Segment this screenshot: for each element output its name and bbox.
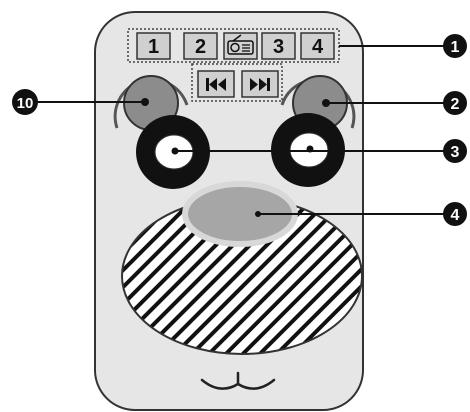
callout-10: 10: [12, 89, 38, 115]
callout-2: 2: [443, 91, 467, 115]
skip-previous-button[interactable]: [198, 71, 234, 97]
callout-10-label: 10: [17, 95, 34, 112]
callout-2-label: 2: [451, 96, 460, 113]
preset-button-4[interactable]: 4: [301, 33, 334, 59]
preset-button-2[interactable]: 2: [184, 33, 217, 59]
preset-button-4-label: 4: [312, 36, 324, 58]
radio-button[interactable]: [224, 33, 257, 59]
callout-3-label: 3: [451, 144, 460, 161]
preset-button-3[interactable]: 3: [262, 33, 295, 59]
callout-4: 4: [443, 202, 467, 226]
callout-4-leader-dot: [255, 211, 261, 217]
preset-button-2-label: 2: [195, 36, 206, 58]
preset-button-1[interactable]: 1: [137, 33, 170, 59]
callout-3: 3: [443, 139, 467, 163]
preset-button-1-label: 1: [148, 36, 159, 58]
callout-4-label: 4: [451, 207, 460, 224]
skip-next-button[interactable]: [242, 71, 278, 97]
preset-button-3-label: 3: [273, 36, 284, 58]
callout-1-label: 1: [451, 39, 460, 56]
callout-1: 1: [443, 34, 467, 58]
